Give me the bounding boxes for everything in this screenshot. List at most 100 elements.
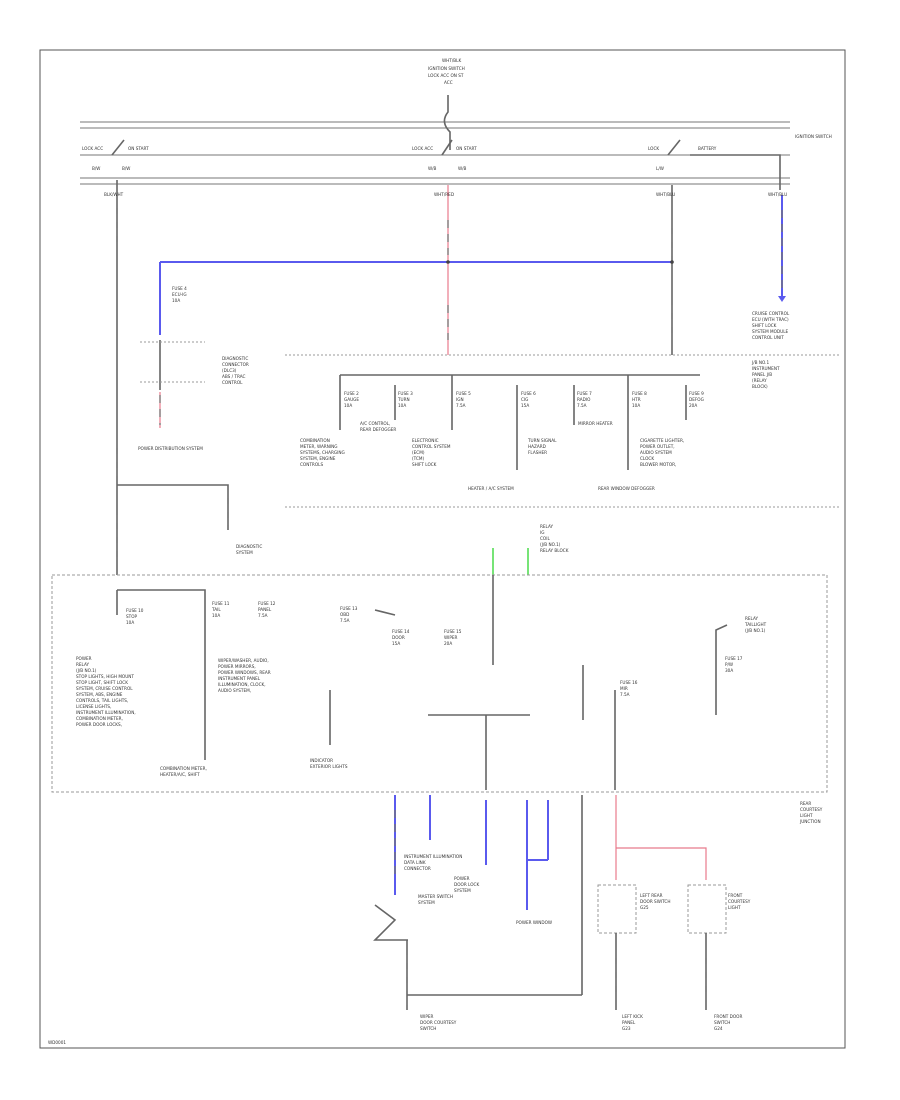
label-m24: 30A	[725, 668, 733, 673]
label-ma7: SYSTEM, ABS, ENGINE	[76, 692, 123, 697]
label-c9: WHT/BLU	[768, 192, 787, 197]
label-c3: W/B	[428, 166, 437, 171]
label-cc2: ECU (WITH TRAC)	[752, 317, 789, 322]
label-mb5: ILLUMINATION, CLOCK,	[218, 682, 266, 687]
label-sw3: LOCK ACC	[412, 146, 433, 151]
label-mb2: POWER MIRRORS,	[218, 664, 256, 669]
label-f8c: 10A	[632, 403, 640, 408]
label-f3b: TURN	[397, 397, 410, 402]
label-dl4: ABS / TRAC	[222, 374, 245, 379]
label-g2a: LEFT KICK	[622, 1014, 643, 1019]
label-m17: WIPER	[444, 635, 458, 640]
label-m21: 7.5A	[620, 692, 630, 697]
label-f2a: FUSE 2	[344, 391, 359, 396]
label-f3a: FUSE 3	[398, 391, 413, 396]
right-battery-wire	[690, 154, 781, 190]
switch-right	[667, 139, 681, 156]
label-ma6: SYSTEM, CRUISE CONTROL	[76, 686, 133, 691]
label-dc1: MASTER SWITCH	[418, 894, 453, 899]
label-g3c: G24	[714, 1026, 723, 1031]
far-right-arrow	[778, 296, 786, 302]
wire-left-branch	[117, 484, 229, 530]
label-jb3: LIGHT	[800, 813, 813, 818]
label-c7: WHT/RED	[434, 192, 454, 197]
label-fuse1b: ECU-IG	[172, 292, 187, 297]
label-m4: FUSE 11	[212, 601, 230, 606]
label-g2c: G23	[622, 1026, 631, 1031]
label-m3: 10A	[126, 620, 134, 625]
label-g1a: WIPER	[420, 1014, 434, 1019]
label-sw1: LOCK ACC	[82, 146, 103, 151]
jb-switch	[374, 609, 396, 616]
label-ma3: (J/B NO.1)	[76, 668, 97, 673]
label-m23: P/W	[725, 662, 733, 667]
label-sw6: BATTERY	[698, 146, 717, 151]
label-tr1: TURN SIGNAL	[527, 438, 557, 443]
label-m15: 15A	[392, 641, 400, 646]
label-ma2: RELAY	[76, 662, 90, 667]
label-mb4: INSTRUMENT PANEL	[218, 676, 261, 681]
label-f9b: DEFOG	[689, 397, 704, 402]
label-g3a: FRONT DOOR	[714, 1014, 742, 1019]
label-dl2: CONNECTOR	[222, 362, 249, 367]
label-rl4: (RELAY	[752, 378, 767, 383]
label-cl1: COMBINATION	[300, 438, 330, 443]
label-jb4: JUNCTION	[799, 819, 821, 824]
label-m11: OBD	[340, 612, 349, 617]
label-g3b: SWITCH	[714, 1020, 730, 1025]
label-m19: FUSE 16	[620, 680, 638, 685]
label-f6b: CIG	[521, 397, 528, 402]
rear-courtesy-light	[687, 884, 727, 934]
label-rl5: BLOCK)	[752, 384, 768, 389]
label-tr2: HAZARD	[528, 444, 546, 449]
switch-center	[441, 139, 453, 156]
label-m5: TAIL	[211, 607, 221, 612]
label-hv1: BLOWER MOTOR,	[640, 462, 676, 467]
label-g1c: SWITCH	[420, 1026, 436, 1031]
label-m14: DOOR	[392, 635, 405, 640]
label-ra3: AUDIO SYSTEM	[640, 450, 672, 455]
label-c2: B/W	[122, 166, 130, 171]
label-c1: B/W	[92, 166, 100, 171]
label-mc2: HEATER/A/C, SHIFT	[160, 772, 200, 777]
label-fuse1a: FUSE 4	[172, 286, 187, 291]
junction-dot-2	[670, 260, 674, 264]
label-rl2: INSTRUMENT	[752, 366, 780, 371]
label-mc3: INDICATOR	[310, 758, 333, 763]
label-m6: 10A	[212, 613, 220, 618]
label-eg1: ELECTRONIC	[412, 438, 439, 443]
label-ma1: POWER	[76, 656, 92, 661]
label-ig5: RELAY BLOCK	[540, 548, 569, 553]
label-pl2: DATA LINK	[404, 860, 426, 865]
label-cr3: G25	[640, 905, 649, 910]
label-hv2: A/C CONTROL,	[360, 421, 390, 426]
label-pw1: POWER	[454, 876, 470, 881]
label-jb1: REAR	[800, 801, 811, 806]
label-m25: RELAY	[745, 616, 759, 621]
label-pw2: DOOR LOCK	[454, 882, 479, 887]
door-switch	[373, 904, 408, 941]
label-sw4: ON START	[456, 146, 477, 151]
label-c8: WHT/BLU	[656, 192, 675, 197]
lower-red-branch	[616, 847, 707, 880]
label-dl5: CONTROL	[222, 380, 243, 385]
label-m2: STOP	[126, 614, 138, 619]
label-ig4: (J/B NO.1)	[540, 542, 561, 547]
label-g2b: PANEL	[622, 1020, 636, 1025]
label-sw5: LOCK	[648, 146, 659, 151]
label-ma8: CONTROLS, TAIL LIGHTS,	[76, 698, 128, 703]
label-sw7: IGNITION SWITCH	[795, 134, 832, 139]
label-m13: FUSE 14	[392, 629, 410, 634]
label-pl3: CONNECTOR	[404, 866, 431, 871]
front-courtesy-light	[597, 884, 637, 934]
label-cl3: SYSTEMS, CHARGING	[300, 450, 345, 455]
label-ra4: CLOCK	[640, 456, 654, 461]
label-dl3: (DLC3)	[222, 368, 237, 373]
label-cc4: SYSTEM MODULE	[752, 329, 789, 334]
label-mb1: WIPER/WASHER, AUDIO,	[218, 658, 269, 663]
label-m7: FUSE 12	[258, 601, 276, 606]
label-cr4: FRONT	[728, 893, 743, 898]
label-cl5: CONTROLS	[300, 462, 323, 467]
label-m12: 7.5A	[340, 618, 350, 623]
